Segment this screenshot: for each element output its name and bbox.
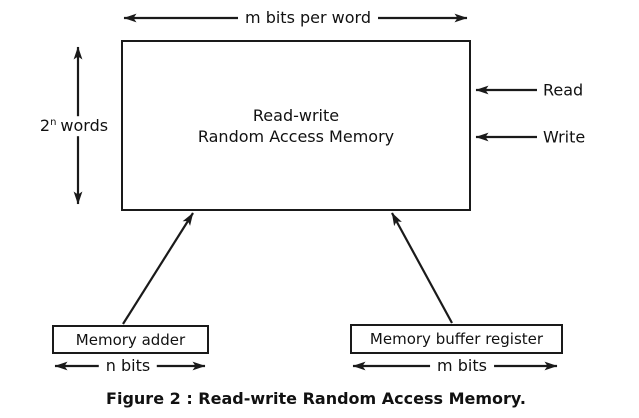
read-label: Read <box>543 80 584 100</box>
ram-box: Read-write Random Access Memory <box>121 40 471 211</box>
words-count-exponent: n <box>50 116 57 128</box>
m-bits-label: m bits <box>430 356 494 376</box>
m-bits-per-word-label: m bits per word <box>238 8 378 28</box>
memory-adder-connector-arrow <box>122 212 194 325</box>
figure-caption: Figure 2 : Read-write Random Access Memo… <box>106 389 526 408</box>
memory-adder-box: Memory adder <box>52 325 209 354</box>
memory-buffer-register-box: Memory buffer register <box>350 324 563 354</box>
write-label: Write <box>543 127 586 147</box>
memory-buffer-connector-arrow <box>391 212 453 324</box>
n-bits-label: n bits <box>98 356 158 376</box>
memory-adder-label: Memory adder <box>75 330 186 349</box>
memory-buffer-register-label: Memory buffer register <box>369 330 544 348</box>
words-count-base: 2 <box>39 116 51 136</box>
ram-box-title-line2: Random Access Memory <box>197 126 395 146</box>
words-count-suffix: words <box>60 116 109 136</box>
ram-box-title-line1: Read-write <box>252 105 340 125</box>
